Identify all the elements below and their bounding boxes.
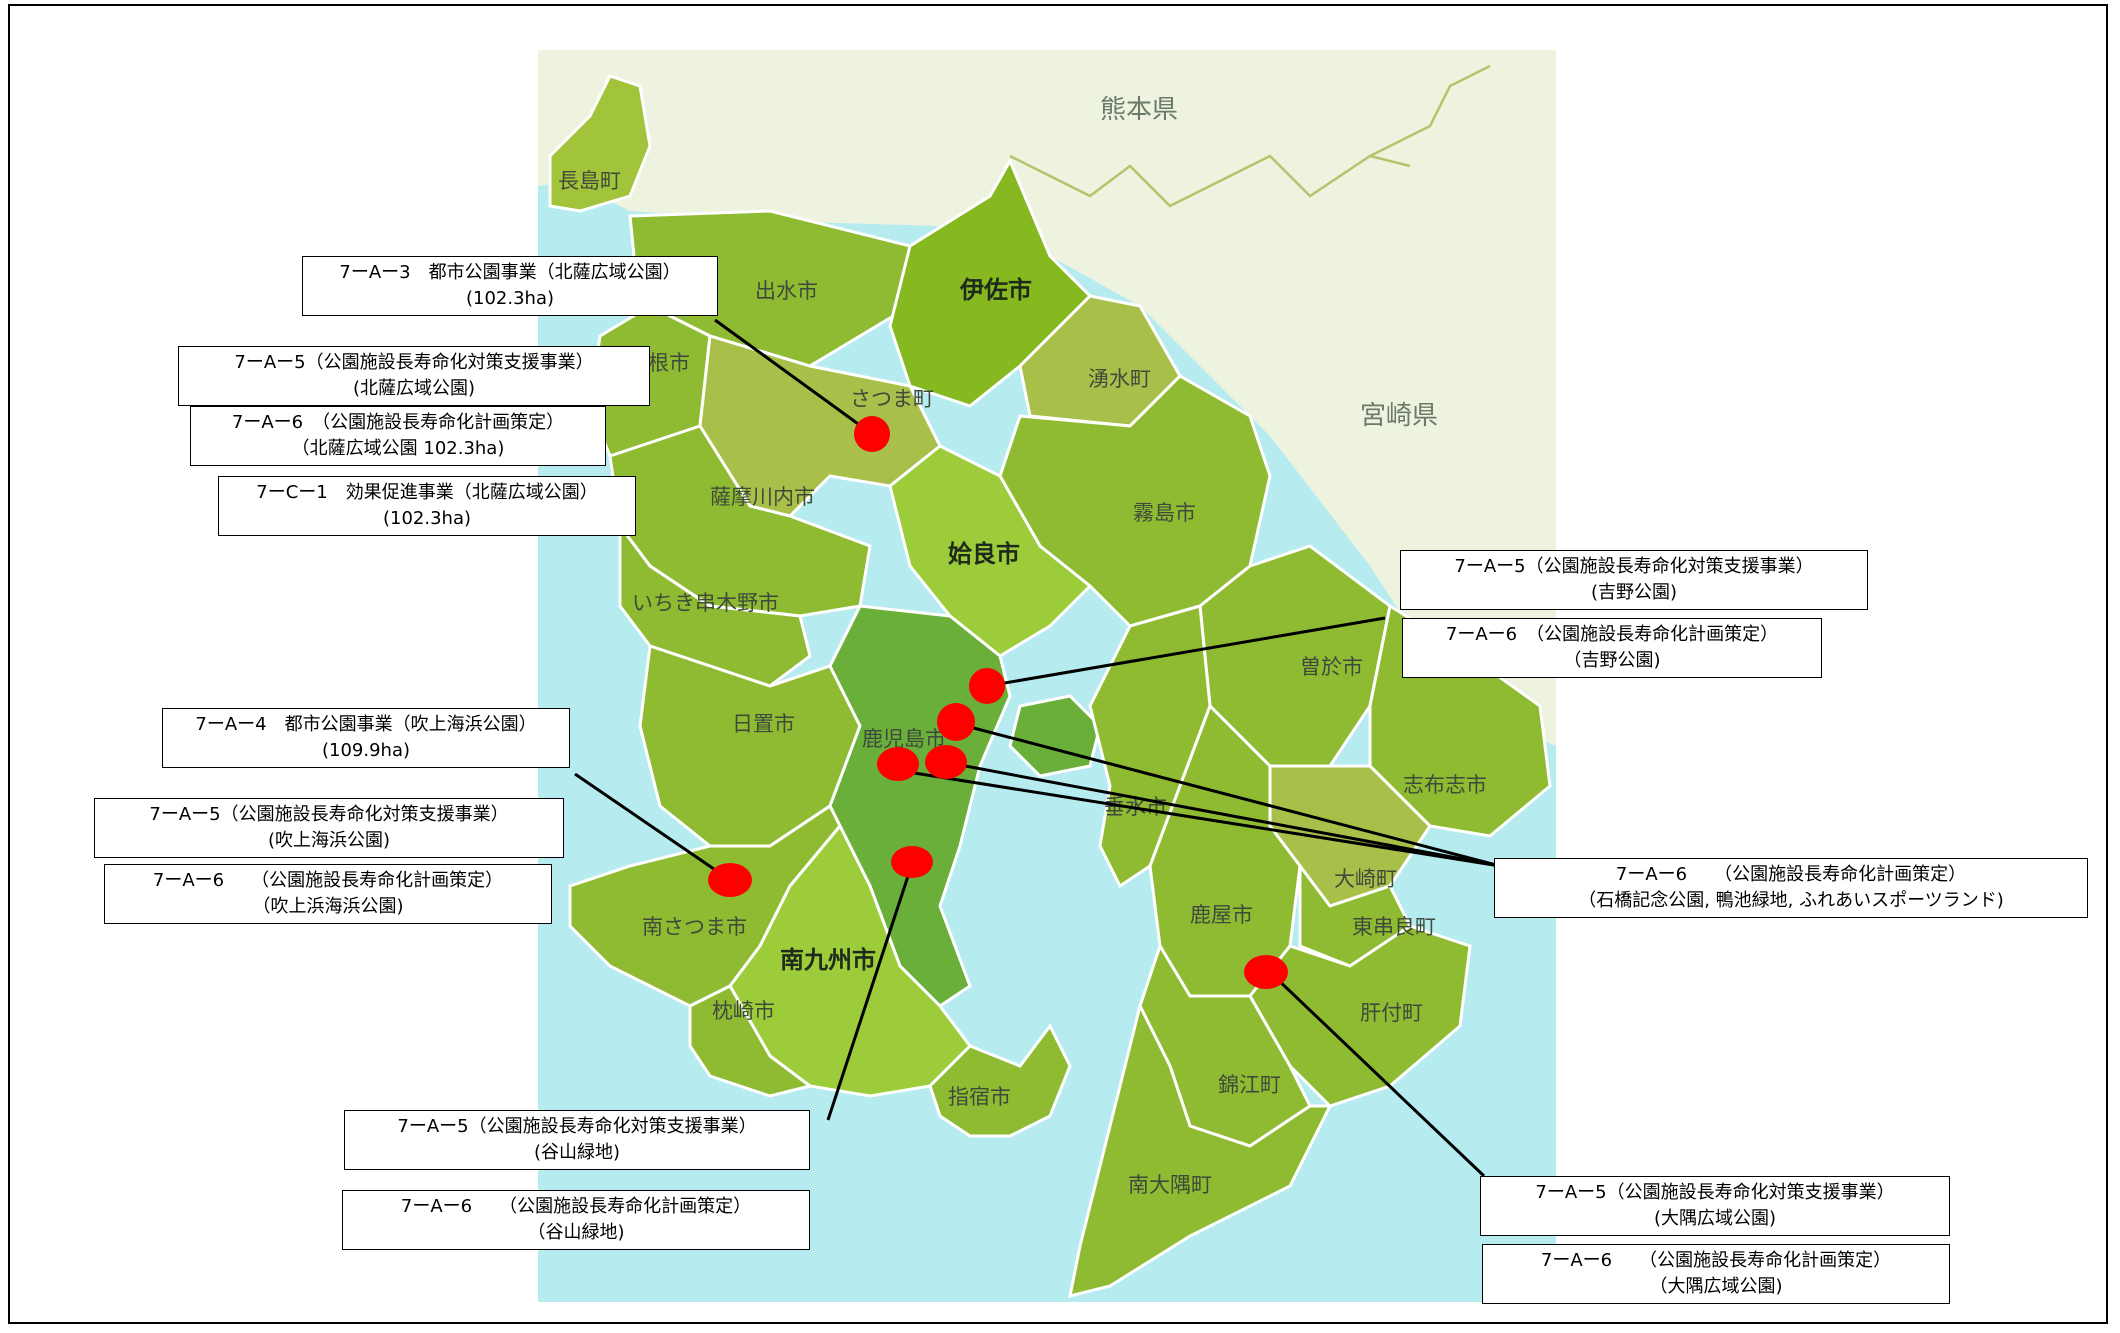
label-isa: 伊佐市 [959, 276, 1032, 304]
marker-fureai [877, 747, 919, 781]
prefecture-border [1009, 154, 1411, 208]
map-frame: 熊本県 宮崎県 長島町 出水市 伊佐市 根市 さつま町 湧水町 薩摩川内市 霧島… [8, 4, 2108, 1324]
label-yusui: 湧水町 [1088, 367, 1151, 391]
leader-lines [574, 318, 1501, 1178]
callout-hokusatsu-7a3: 7ーAー3 都市公園事業（北薩広域公園）(102.3ha) [302, 256, 718, 316]
marker-osumi-park [1244, 955, 1288, 989]
marker-fukiage-park [708, 863, 752, 897]
label-makurazaki: 枕崎市 [712, 999, 775, 1023]
leader-line-kamoike [943, 760, 1501, 868]
label-aira: 姶良市 [948, 540, 1020, 568]
label-hioki: 日置市 [732, 712, 795, 736]
marker-taniyama [891, 846, 933, 878]
label-kagoshima: 鹿児島市 [862, 727, 946, 751]
label-kinko: 錦江町 [1218, 1073, 1281, 1097]
region-makurazaki [688, 984, 814, 1098]
map-canvas: 熊本県 宮崎県 長島町 出水市 伊佐市 根市 さつま町 湧水町 薩摩川内市 霧島… [538, 50, 1556, 1302]
region-nagashima [548, 74, 652, 213]
label-miyazaki: 宮崎県 [1360, 401, 1438, 431]
callout-hokusatsu-7a6: 7ーAー6 （公園施設長寿命化計画策定）（北薩広域公園 102.3ha) [190, 406, 606, 466]
label-nagashima: 長島町 [558, 169, 621, 193]
label-kumamoto: 熊本県 [1100, 95, 1178, 125]
label-minamikyushu: 南九州市 [780, 946, 876, 974]
callout-yoshino-7a6: 7ーAー6 （公園施設長寿命化計画策定）（吉野公園) [1402, 618, 1822, 678]
leader-line-ishibashi [965, 724, 1501, 868]
callout-hokusatsu-7a5: 7ーAー5（公園施設長寿命化対策支援事業）(北薩広域公園) [178, 346, 650, 406]
label-satsumasendai: 薩摩川内市 [710, 485, 815, 509]
label-minamiosumi: 南大隅町 [1128, 1173, 1212, 1197]
label-ibusuki: 指宿市 [948, 1085, 1011, 1109]
leader-line-hokusatsu [714, 318, 873, 436]
park-markers [708, 416, 1288, 989]
callout-osumi-7a5: 7ーAー5（公園施設長寿命化対策支援事業）(大隅広域公園) [1480, 1176, 1950, 1236]
label-osaki: 大崎町 [1334, 867, 1397, 891]
callout-yoshino-7a5: 7ーAー5（公園施設長寿命化対策支援事業）(吉野公園) [1400, 550, 1868, 610]
callout-hokusatsu-7c1: 7ーCー1 効果促進事業（北薩広域公園）(102.3ha) [218, 476, 636, 536]
label-shibushi: 志布志市 [1403, 773, 1487, 797]
callout-fukiage-7a6: 7ーAー6 （公園施設長寿命化計画策定）（吹上浜海浜公園) [104, 864, 552, 924]
callout-taniyama-7a6: 7ーAー6 （公園施設長寿命化計画策定）（谷山緑地) [342, 1190, 810, 1250]
label-ichikikushikino: いちき串木野市 [632, 591, 779, 615]
label-minamisatsuma: 南さつま市 [642, 915, 747, 939]
label-kirishima: 霧島市 [1133, 501, 1196, 525]
marker-hokusatsu-park [854, 416, 890, 452]
marker-ishibashi-park [937, 703, 975, 741]
leader-line-yoshino [986, 616, 1386, 688]
region-ichikikushikino [618, 521, 812, 688]
label-kimotsuki: 肝付町 [1360, 1001, 1423, 1025]
label-kanoya: 鹿屋市 [1190, 903, 1253, 927]
region-minamiosumi [1068, 1001, 1333, 1299]
label-soo: 曽於市 [1300, 655, 1363, 679]
marker-yoshino-park [969, 668, 1005, 704]
label-higashikushira: 東串良町 [1352, 915, 1436, 939]
leader-line-osumi [1272, 974, 1486, 1178]
callout-fukiage-7a4: 7ーAー4 都市公園事業（吹上海浜公園）(109.9ha) [162, 708, 570, 768]
callout-taniyama-7a5: 7ーAー5（公園施設長寿命化対策支援事業）(谷山緑地) [344, 1110, 810, 1170]
label-izumi: 出水市 [755, 279, 818, 303]
callout-fukiage-7a5: 7ーAー5（公園施設長寿命化対策支援事業）(吹上海浜公園) [94, 798, 564, 858]
leader-line-taniyama [826, 863, 914, 1121]
callout-osumi-7a6: 7ーAー6 （公園施設長寿命化計画策定）（大隅広域公園) [1482, 1244, 1950, 1304]
marker-kamoike [925, 745, 967, 779]
region-aira [888, 444, 1093, 658]
callout-kagoshima-parks-7a6: 7ーAー6 （公園施設長寿命化計画策定）（石橋記念公園, 鴨池緑地, ふれあいス… [1494, 858, 2088, 918]
neighbor-land [538, 50, 1556, 746]
label-satsuma: さつま町 [850, 387, 934, 411]
leader-line-fureai [907, 770, 1501, 868]
label-akune: 根市 [648, 351, 690, 375]
region-ibusuki [928, 1023, 1072, 1138]
leader-line-fukiage [574, 772, 731, 882]
